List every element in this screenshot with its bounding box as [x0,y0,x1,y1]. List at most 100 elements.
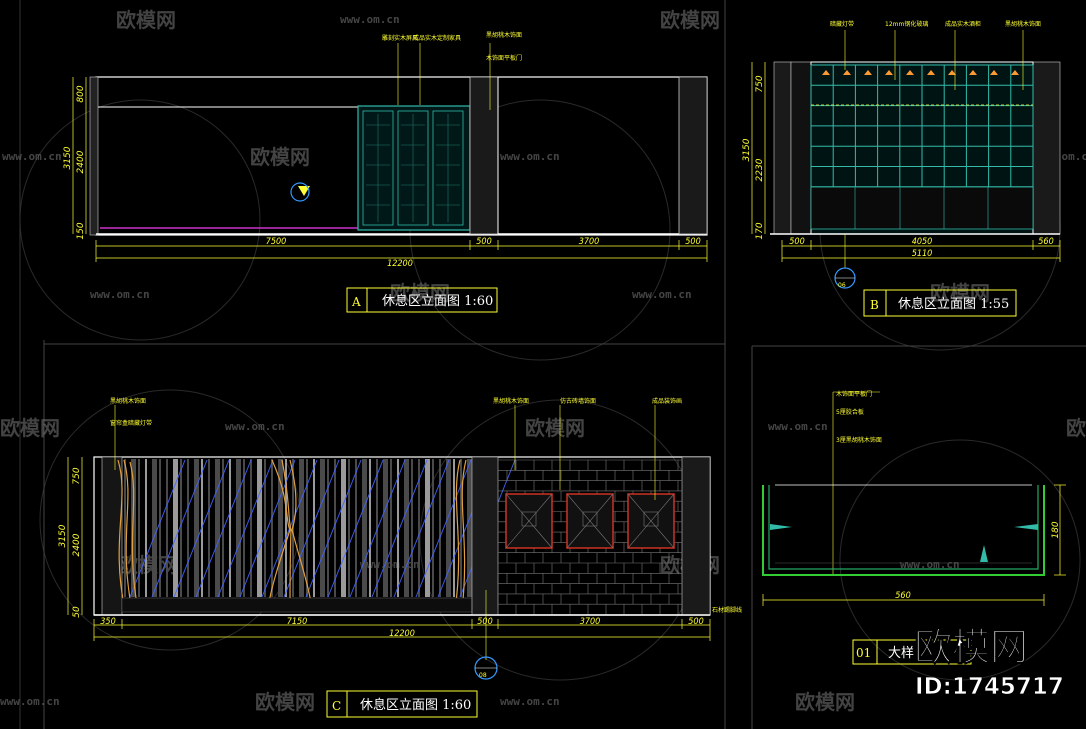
hatch-line [327,459,384,598]
dimension-label: 500 [477,617,492,627]
hatch-line [217,459,274,598]
curtain-stripe [362,459,367,597]
curtain-stripe [390,459,392,597]
dimension-label: 3700 [580,617,601,627]
hatch-line [173,459,230,598]
watermark-brand: 欧模网 [660,8,720,32]
section-marker-icon [298,186,310,196]
drawing-title: 休息区立面图 1:60 [382,293,493,309]
dimension-total: 3150 [63,146,73,169]
curtain-stripe [159,459,161,597]
note-text: 5厘胶合板 [836,408,864,416]
watermark-brand: 欧模网 [525,416,585,440]
curtain-stripe [173,459,178,597]
watermark-brand: 欧模网 [930,281,990,305]
dimension-label: 750 [72,467,82,484]
dimension-label: 50 [72,606,82,618]
dimension-total: 3150 [742,138,752,161]
curtain-stripe [194,459,199,597]
drawing-title-d: 01 大样 [852,639,972,665]
drawing-title: 休息区立面图 1:60 [360,697,471,713]
curtain-stripe [383,459,388,597]
dimension-label: 4050 [912,237,933,247]
curtain-stripe [453,459,455,597]
hatch-line [151,459,208,598]
dimension-label: 560 [1038,237,1053,247]
drawing-title-a: A 休息区立面图 1:60 [346,287,498,313]
curtain-stripe [411,459,413,597]
dimension-label: 2400 [72,533,82,556]
curtain-stripe [166,459,168,597]
curtain-stripe [306,459,308,597]
curtain-stripe [187,459,189,597]
watermark-url: www.om.cn [90,288,150,301]
curtain-stripe [264,459,266,597]
dimension-label: 3700 [579,237,600,247]
watermark-brand: 欧模网 [1066,416,1086,440]
section-marker-b: 06 [834,267,856,289]
curtain-stripe [425,459,430,597]
curtain-stripe [236,459,241,597]
glass-hatch [129,459,516,598]
curtain-stripe [257,459,262,597]
dimension-label: 500 [476,237,491,247]
hatch-line [393,459,450,598]
dimension-total: 5110 [912,249,933,259]
detail-panel-01: 木饰面平板门 5厘胶合板 3厘黑胡桃木饰面 560 180 01 大样 [762,390,1066,665]
dimension-label: 500 [685,237,700,247]
hatch-line [415,459,472,598]
note-text: 木饰面平板门 [836,390,872,398]
dimension-label: 170 [755,222,765,239]
dimension-label: 7500 [266,237,287,247]
note-text: 3厘黑胡桃木饰面 [836,436,882,444]
elevation-panel-b: 暗藏灯带 12mm钢化玻璃 成品实木酒柜 黑胡桃木饰面 500 4050 560… [742,20,1061,317]
curtain-stripe [327,459,329,597]
detail-section [762,485,1045,576]
hatch-line [283,459,340,598]
note-text: 黑胡桃木饰面 [1005,20,1041,28]
note-text: 木饰面平板门 [486,54,522,62]
curtain-stripe [460,459,462,597]
drawing-title: 休息区立面图 1:55 [898,296,1009,312]
note-text: 石材踢脚线 [712,606,742,614]
curtain-stripe [446,459,451,597]
curtain-stripe [299,459,304,597]
hatch-line [129,459,186,598]
dimension-label: 560 [895,591,910,601]
dimension-label: 7150 [287,617,308,627]
curtain-stripe [271,459,273,597]
note-text: 黑胡桃木饰面 [493,397,529,405]
watermark-brand: 欧模网 [390,281,450,305]
dimension-label: 800 [76,85,86,102]
curtain-stripe [348,459,350,597]
curtain-stripe [369,459,371,597]
watermark-url: www.om.cn [900,558,960,571]
watermark-brand: 欧模网 [795,690,855,714]
note-text: 黑胡桃木饰面 [486,31,522,39]
asset-id: ID:1745717 [915,674,1064,700]
watermark-url: www.om.cn [768,420,828,433]
dimension-total: 3150 [58,524,68,547]
curtain-stripe [439,459,441,597]
watermark-brand: 欧模网 [255,690,315,714]
curtain-stripe [341,459,346,597]
curtain-stripe [404,459,409,597]
note-text: 窗帘盒暗藏灯带 [110,419,152,427]
curtain-stripe [229,459,231,597]
dimension-label: 500 [789,237,804,247]
curtain-stripe [418,459,420,597]
drawing-title: 大样 [888,646,914,661]
dimension-label: 500 [688,617,703,627]
note-text: 成品实木定制家具 [413,34,461,42]
curtain-drapes [117,459,467,611]
drawing-letter: C [332,699,341,713]
curtain-stripe [243,459,245,597]
curtain-stripe [145,459,147,597]
leader-lines [397,43,491,110]
dimension-label: 350 [100,617,115,627]
curtain-stripe [285,459,287,597]
curtain-stripe [208,459,210,597]
note-text: 12mm钢化玻璃 [885,20,928,28]
note-text: 雕刻实木屏风 [382,34,418,42]
